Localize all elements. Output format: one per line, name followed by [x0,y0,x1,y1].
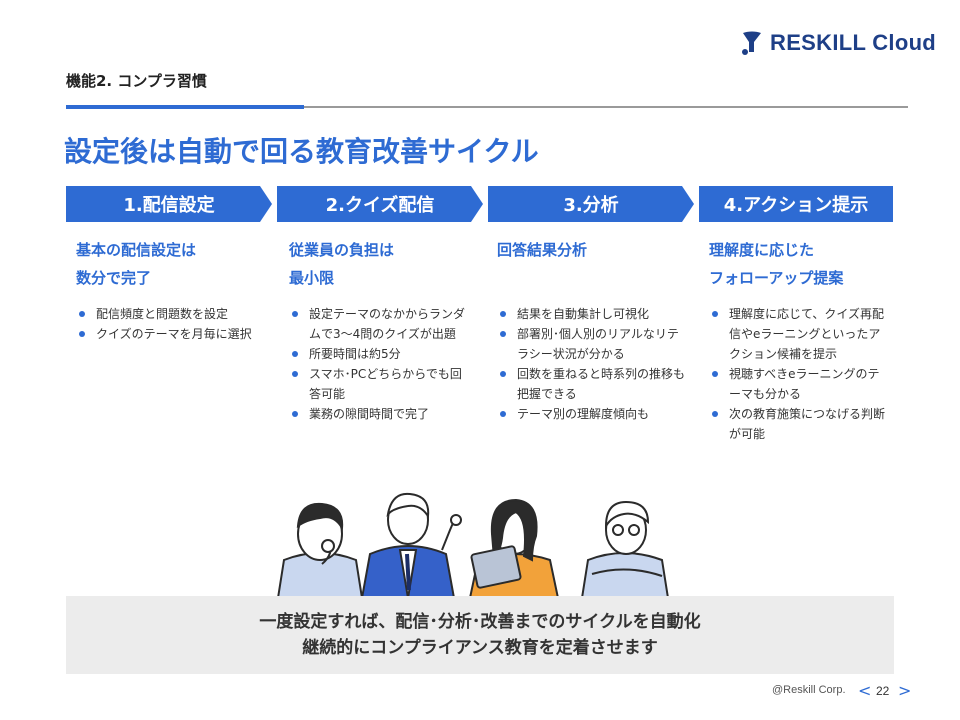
step-1-column: 基本の配信設定は 数分で完了 配信頻度と問題数を設定 クイズのテーマを月毎に選択 [76,236,276,341]
step-label: 4.アクション提示 [723,195,869,216]
step-heading: 従業員の負担は 最小限 [289,241,395,287]
page-title: 設定後は自動で回る教育改善サイクル [64,135,539,168]
next-page-icon[interactable]: > [898,681,912,700]
brand-logo: RESKILL Cloud [740,30,936,56]
bullet-item: 次の教育施策につなげる判断が可能 [709,404,885,444]
prev-page-icon[interactable]: < [858,681,872,700]
bullet-item: 回数を重ねると時系列の推移も把握できる [497,364,687,404]
step-bullets: 結果を自動集計し可視化 部署別･個人別のリアルなリテラシー状況が分かる 回数を重… [497,304,687,424]
person-pointing [360,492,462,598]
summary-banner: 一度設定すれば、配信･分析･改善までのサイクルを自動化 継続的にコンプライアンス… [66,596,894,674]
step-label: 1.配信設定 [123,195,215,216]
brand-name: RESKILL Cloud [770,30,937,55]
step-1-chevron: 1.配信設定 [66,186,272,222]
person-arms-crossed [580,500,670,598]
step-3-chevron: 3.分析 [488,186,694,222]
banner-line-2: 継続的にコンプライアンス教育を定着させます [302,638,658,658]
bullet-item: 理解度に応じて、クイズ再配信やeラーニングといったアクション候補を提示 [709,304,885,364]
bullet-item: スマホ･PCどちらからでも回答可能 [289,364,471,404]
step-bullets: 理解度に応じて、クイズ再配信やeラーニングといったアクション候補を提示 視聴すべ… [709,304,885,444]
bullet-item: 所要時間は約5分 [289,344,471,364]
person-with-laptop [468,498,560,598]
step-2-chevron: 2.クイズ配信 [277,186,483,222]
step-4-column: 理解度に応じた フォローアップ提案 理解度に応じて、クイズ再配信やeラーニングと… [709,236,909,441]
step-3-column: 回答結果分析 結果を自動集計し可視化 部署別･個人別のリアルなリテラシー状況が分… [497,236,697,421]
bullet-item: 設定テーマのなかからランダムで3～4問のクイズが出題 [289,304,471,344]
page-number: 22 [876,684,890,698]
bullet-item: テーマ別の理解度傾向も [497,404,687,424]
step-label: 2.クイズ配信 [325,195,435,216]
bullet-item: クイズのテーマを月毎に選択 [76,324,266,344]
footer: @Reskill Corp. < 22 > [0,681,960,703]
step-2-column: 従業員の負担は 最小限 設定テーマのなかからランダムで3～4問のクイズが出題 所… [289,236,489,421]
section-label: 機能2. コンプラ習慣 [66,72,207,90]
copyright: @Reskill Corp. [772,684,846,696]
step-bullets: 設定テーマのなかからランダムで3～4問のクイズが出題 所要時間は約5分 スマホ･… [289,304,471,424]
bullet-item: 配信頻度と問題数を設定 [76,304,266,324]
step-heading: 回答結果分析 [497,241,588,259]
step-heading: 理解度に応じた フォローアップ提案 [709,241,844,287]
step-bullets: 配信頻度と問題数を設定 クイズのテーマを月毎に選択 [76,304,266,344]
banner-line-1: 一度設定すれば、配信･分析･改善までのサイクルを自動化 [259,612,701,632]
reskill-logo-icon [742,31,761,55]
divider [66,106,908,108]
step-4-box: 4.アクション提示 [699,186,893,222]
bullet-item: 視聴すべきeラーニングのテーマも分かる [709,364,885,404]
bullet-item: 部署別･個人別のリアルなリテラシー状況が分かる [497,324,687,364]
bullet-item: 結果を自動集計し可視化 [497,304,687,324]
bullet-item: 業務の隙間時間で完了 [289,404,471,424]
step-heading: 基本の配信設定は 数分で完了 [76,241,197,287]
people-illustration [276,492,670,598]
person-thinking [276,502,364,598]
step-label: 3.分析 [563,195,619,216]
divider-accent [66,105,304,109]
